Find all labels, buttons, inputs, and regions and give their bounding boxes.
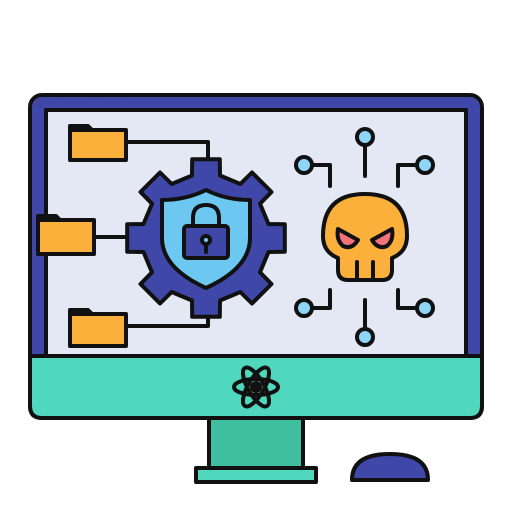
circuit-node-bottom-right — [415, 298, 435, 318]
folder-icon — [68, 308, 128, 348]
circuit-node-top-right — [415, 155, 435, 175]
skull-eye-left — [335, 227, 360, 250]
padlock-icon — [182, 203, 230, 260]
mouse-icon — [350, 452, 430, 482]
circuit-node-top — [355, 127, 375, 147]
monitor-stand-neck — [207, 416, 305, 472]
circuit-node-icon — [294, 127, 435, 347]
circuit-node-bottom-left — [294, 298, 314, 318]
skull-icon — [321, 192, 409, 282]
circuit-node-top-left — [294, 155, 314, 175]
folder-icon — [36, 214, 96, 256]
monitor-stand-base — [194, 466, 318, 484]
circuit-lines — [311, 144, 418, 330]
logo-icon — [232, 365, 280, 409]
circuit-node-bottom — [355, 327, 375, 347]
skull-eye-right — [370, 227, 395, 250]
folder-icon — [68, 124, 128, 162]
